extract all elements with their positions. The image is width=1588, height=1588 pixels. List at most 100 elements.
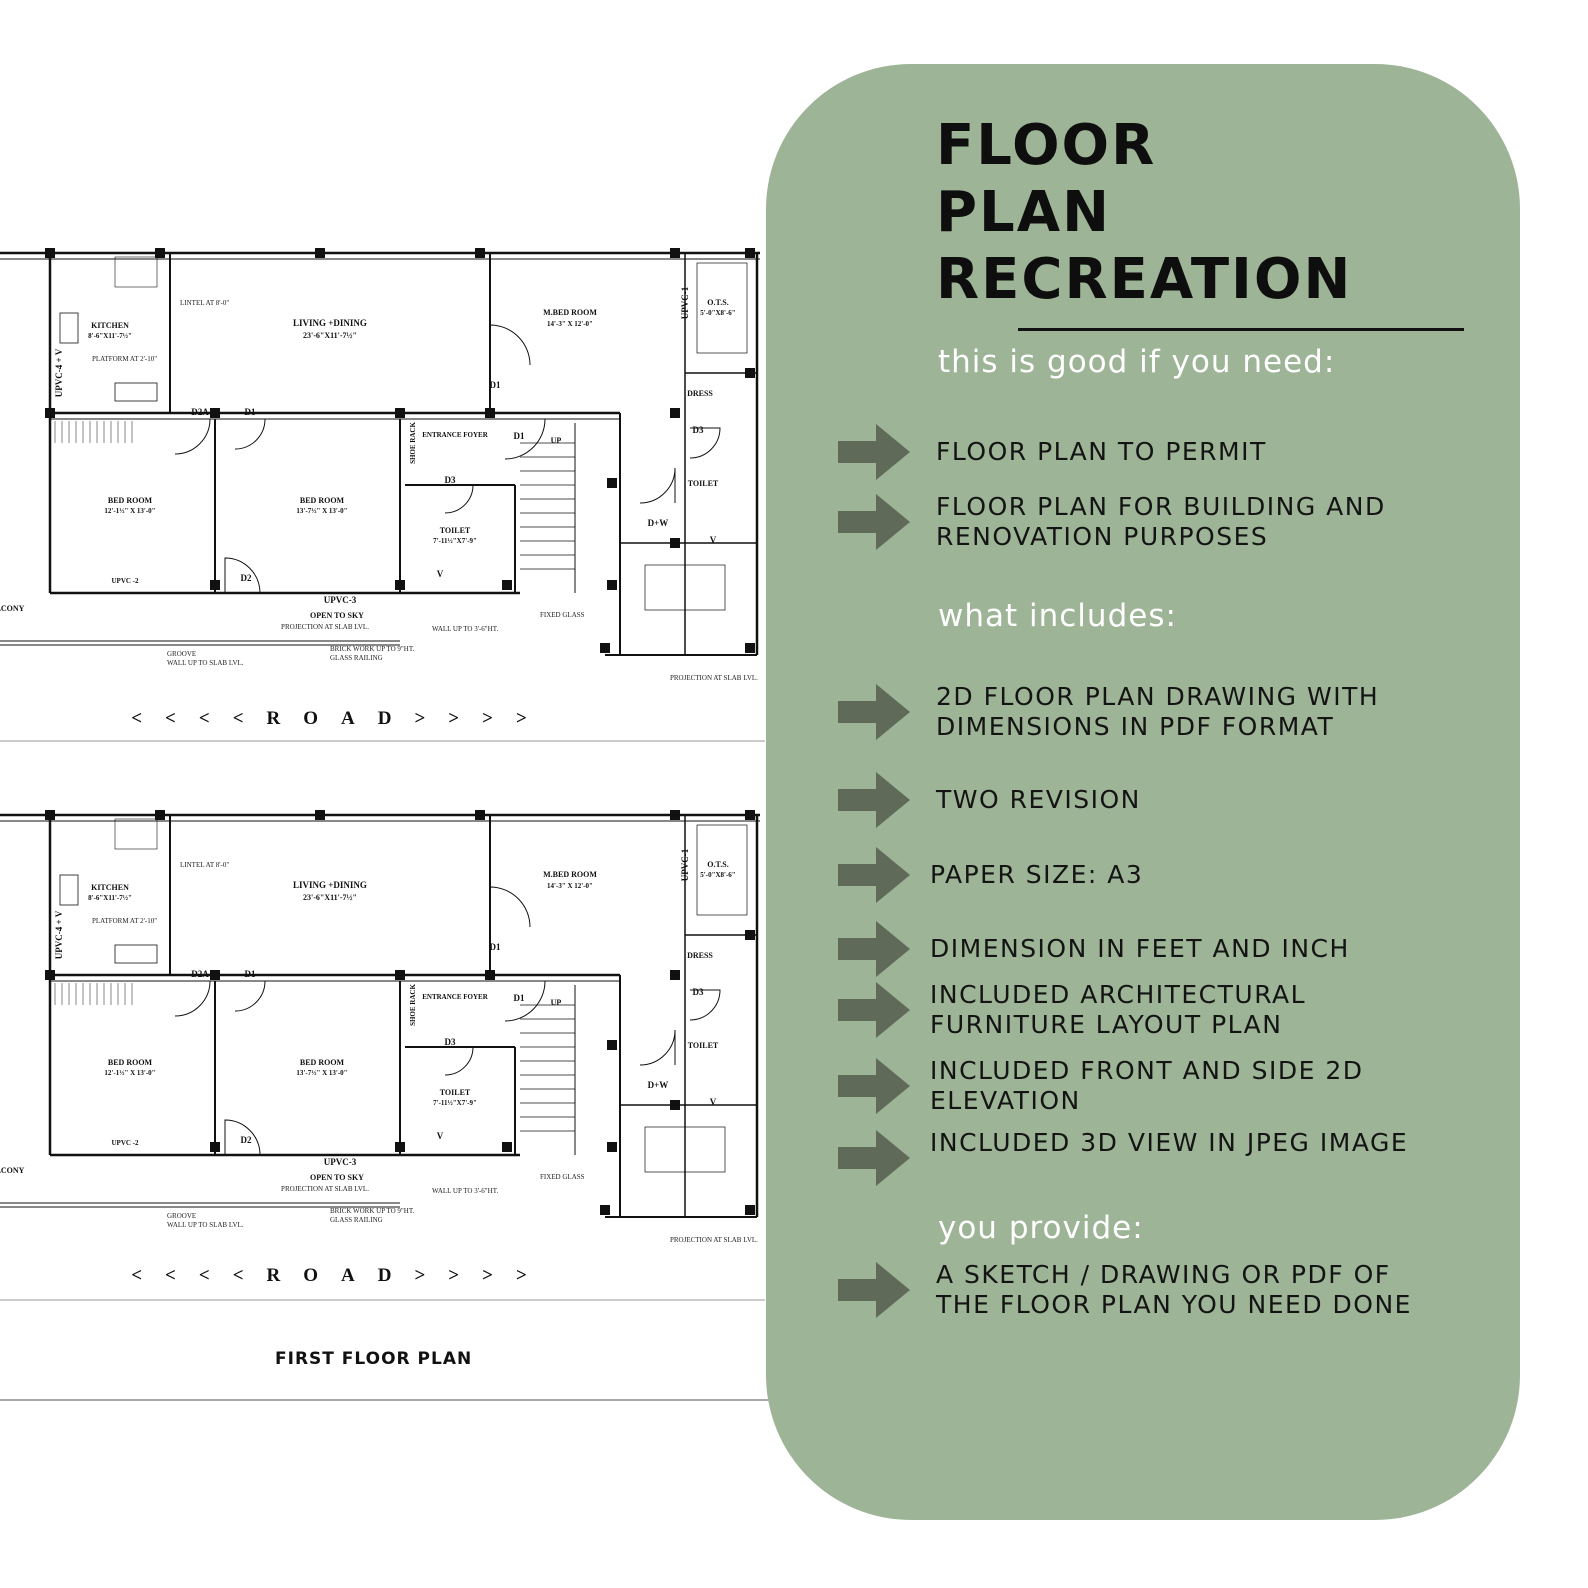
column bbox=[155, 810, 165, 820]
d2-label: D2 bbox=[241, 573, 252, 583]
right-arrow-icon bbox=[838, 921, 910, 977]
need-heading: this is good if you need: bbox=[938, 344, 1336, 380]
brick-label: BRICK WORK UP TO 9"HT. bbox=[330, 645, 415, 653]
door-d2 bbox=[224, 557, 261, 594]
bed2-label: BED ROOM bbox=[300, 1058, 345, 1067]
ots-label: O.T.S. bbox=[707, 860, 728, 869]
mbed-dim: 14'-3" X 12'-0" bbox=[547, 320, 593, 328]
column bbox=[315, 248, 325, 258]
shoe-rack-label: SHOE RACK bbox=[409, 984, 417, 1026]
door-d1 bbox=[489, 886, 531, 928]
toilet2-label: TOILET bbox=[688, 479, 719, 488]
column bbox=[395, 970, 405, 980]
bed2-dim: 13'-7½" X 13'-0" bbox=[296, 1069, 347, 1077]
column bbox=[670, 810, 680, 820]
includes-item-text: PAPER SIZE: A3 bbox=[930, 860, 1144, 889]
column bbox=[315, 810, 325, 820]
column bbox=[745, 248, 755, 258]
column bbox=[607, 580, 617, 590]
v-label: V bbox=[437, 1131, 444, 1141]
column bbox=[475, 810, 485, 820]
title-underline bbox=[1018, 328, 1464, 331]
grille bbox=[644, 564, 726, 611]
bed1-label: BED ROOM bbox=[108, 1058, 153, 1067]
dw-label: D+W bbox=[648, 518, 669, 528]
includes-item-text: TWO REVISION bbox=[936, 785, 1141, 814]
door-d2a bbox=[174, 980, 211, 1017]
mbed-label: M.BED ROOM bbox=[543, 870, 597, 879]
glass-label: GLASS RAILING bbox=[330, 1216, 383, 1224]
brick-label: BRICK WORK UP TO 9"HT. bbox=[330, 1207, 415, 1215]
column bbox=[745, 930, 755, 940]
lintel-label: LINTEL AT 8'-0" bbox=[180, 299, 229, 307]
upvc3-label: UPVC-3 bbox=[324, 1157, 357, 1167]
bed1-dim: 12'-1½" X 13'-0" bbox=[104, 507, 155, 515]
d3-label: D3 bbox=[445, 475, 456, 485]
upvc3-label: UPVC-3 bbox=[324, 595, 357, 605]
provide-item: A SKETCH / DRAWING OR PDF OF THE FLOOR P… bbox=[838, 1260, 1436, 1320]
d1-label: D1 bbox=[245, 407, 256, 417]
column bbox=[395, 580, 405, 590]
open-sky-label: OPEN TO SKY bbox=[310, 1173, 364, 1182]
includes-item: PAPER SIZE: A3 bbox=[838, 847, 1143, 903]
ots-box bbox=[696, 824, 748, 916]
need-item: FLOOR PLAN TO PERMIT bbox=[838, 424, 1267, 480]
includes-item-text: INCLUDED ARCHITECTURAL FURNITURE LAYOUT … bbox=[930, 980, 1307, 1039]
column bbox=[745, 1205, 755, 1215]
kitchen-dim: 8'-6"X11'-7½" bbox=[88, 332, 132, 340]
door-d1 bbox=[489, 324, 531, 366]
right-arrow-icon bbox=[838, 494, 910, 550]
groove-label: GROOVE bbox=[167, 650, 196, 658]
right-arrow-icon bbox=[838, 847, 910, 903]
d2a-label: D2A bbox=[191, 407, 209, 417]
living-label: LIVING +DINING bbox=[293, 880, 367, 890]
includes-item: TWO REVISION bbox=[838, 772, 1141, 828]
column bbox=[45, 408, 55, 418]
upvc1-label: UPVC-1 bbox=[680, 286, 690, 319]
d1-label: D1 bbox=[245, 969, 256, 979]
fixed-glass-label: FIXED GLASS bbox=[540, 1173, 585, 1181]
includes-item: DIMENSION IN FEET AND INCH bbox=[838, 921, 1350, 977]
toilet2-label: TOILET bbox=[688, 1041, 719, 1050]
column bbox=[485, 408, 495, 418]
grille bbox=[644, 1126, 726, 1173]
column bbox=[745, 368, 755, 378]
includes-item: INCLUDED FRONT AND SIDE 2D ELEVATION bbox=[838, 1056, 1410, 1116]
bed1-label: BED ROOM bbox=[108, 496, 153, 505]
v-label: V bbox=[710, 535, 717, 545]
column bbox=[600, 1205, 610, 1215]
wall-slab-label: WALL UP TO SLAB LVL. bbox=[167, 1221, 244, 1229]
column bbox=[210, 1142, 220, 1152]
sink bbox=[114, 944, 158, 964]
provide-item-text: A SKETCH / DRAWING OR PDF OF THE FLOOR P… bbox=[936, 1260, 1412, 1319]
door-d2a bbox=[174, 418, 211, 455]
column bbox=[502, 1142, 512, 1152]
right-arrow-icon bbox=[838, 1130, 910, 1186]
hob bbox=[59, 312, 79, 344]
projection-label: PROJECTION AT SLAB LVL. bbox=[281, 1185, 369, 1193]
column bbox=[210, 408, 220, 418]
column bbox=[670, 538, 680, 548]
right-arrow-icon bbox=[838, 1262, 910, 1318]
ots-box bbox=[696, 262, 748, 354]
bed1-dim: 12'-1½" X 13'-0" bbox=[104, 1069, 155, 1077]
wall-label: WALL UP TO 3'-6"HT. bbox=[432, 625, 498, 633]
column bbox=[607, 1142, 617, 1152]
right-arrow-icon bbox=[838, 684, 910, 740]
info-panel: FLOOR PLAN RECREATION this is good if yo… bbox=[766, 64, 1520, 1520]
door-dw bbox=[639, 1029, 676, 1066]
includes-item-text: INCLUDED 3D VIEW IN JPEG IMAGE bbox=[930, 1128, 1409, 1157]
door-d1 bbox=[234, 980, 266, 1012]
door-d3 bbox=[689, 427, 721, 459]
column bbox=[600, 643, 610, 653]
living-dim: 23'-6"X11'-7½" bbox=[303, 331, 357, 340]
includes-item: 2D FLOOR PLAN DRAWING WITH DIMENSIONS IN… bbox=[838, 682, 1416, 742]
fridge bbox=[114, 256, 158, 288]
provide-heading: you provide: bbox=[938, 1210, 1144, 1246]
d2a-label: D2A bbox=[191, 969, 209, 979]
column bbox=[745, 810, 755, 820]
door-d1 bbox=[504, 980, 546, 1022]
